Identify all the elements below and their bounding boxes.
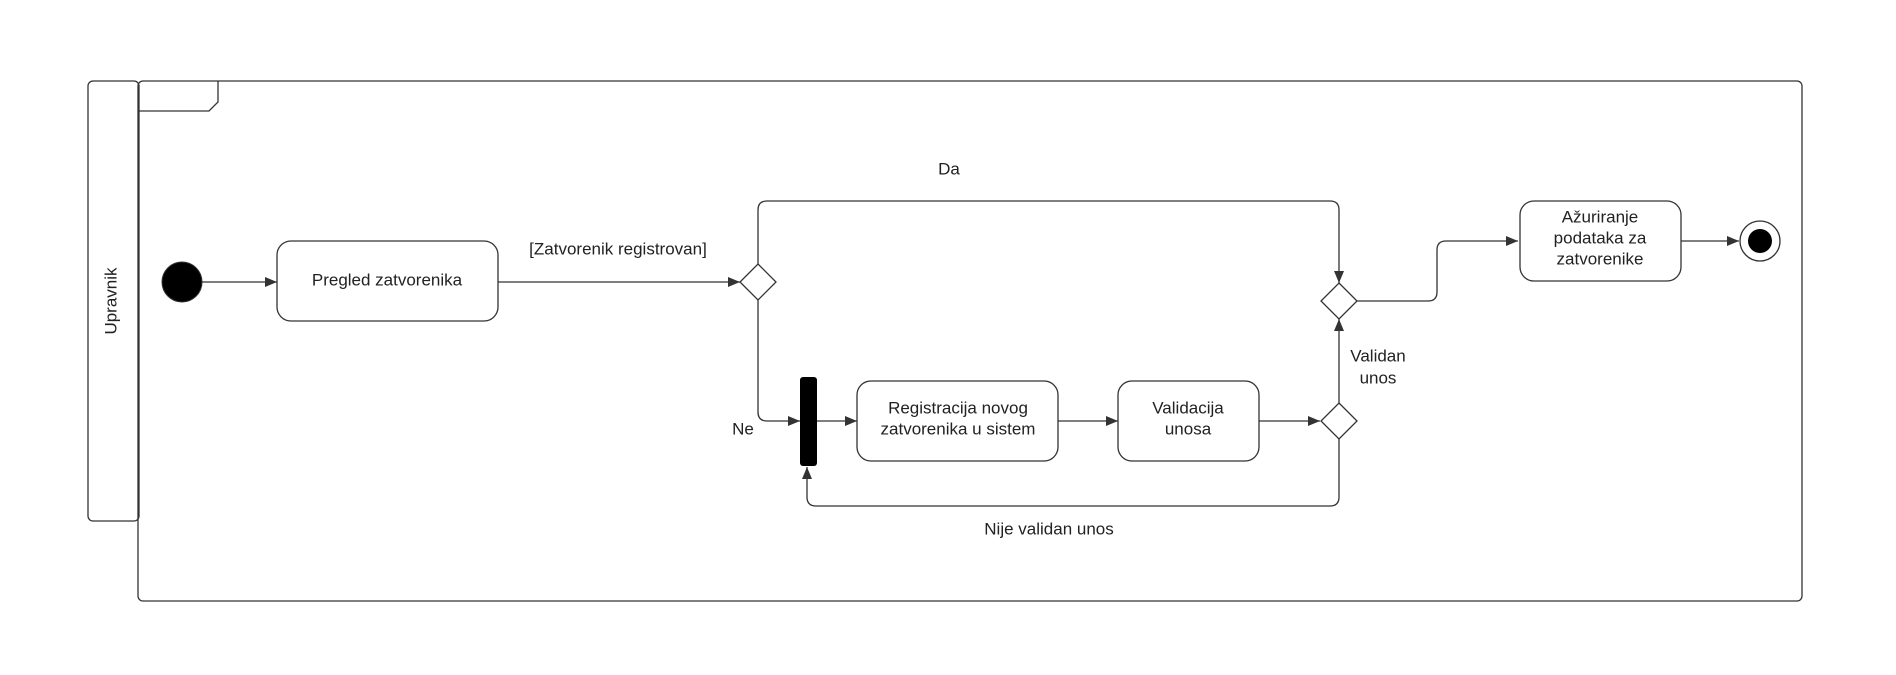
frame-tab	[139, 81, 219, 112]
action-register[interactable]: Registracija novog zatvorenika u sistem	[856, 380, 1059, 462]
end-node[interactable]	[1739, 220, 1781, 262]
start-node[interactable]	[161, 261, 203, 303]
action-review[interactable]: Pregled zatvorenika	[276, 240, 499, 322]
action-update-label-2: podataka za	[1554, 228, 1647, 247]
edge-yes[interactable]	[757, 200, 1344, 283]
action-review-label: Pregled zatvorenika	[312, 270, 463, 289]
action-register-label-2: zatvorenika u sistem	[881, 419, 1036, 438]
edge-merge-to-update[interactable]	[1357, 236, 1518, 302]
action-validate-label-2: unosa	[1165, 419, 1212, 438]
action-update-label-3: zatvorenike	[1557, 249, 1644, 268]
edge-label-valid-2: unos	[1360, 368, 1397, 387]
action-validate-label: Validacija	[1152, 398, 1224, 417]
action-register-label: Registracija novog	[888, 398, 1028, 417]
fork-bar[interactable]	[800, 377, 817, 466]
edge-label-no: Ne	[732, 419, 754, 438]
edge-invalid[interactable]	[802, 439, 1340, 507]
action-update-label: Ažuriranje	[1562, 207, 1639, 226]
swimlane-body[interactable]	[137, 80, 1803, 602]
decision-valid[interactable]	[1320, 402, 1358, 440]
edge-label-invalid: Nije validan unos	[984, 519, 1113, 538]
action-update[interactable]: Ažuriranje podataka za zatvorenike	[1519, 200, 1682, 282]
edge-label-yes: Da	[938, 159, 960, 178]
decision-registered[interactable]	[739, 263, 777, 301]
action-validate[interactable]: Validacija unosa	[1117, 380, 1260, 462]
swimlane-label: Upravnik	[101, 267, 120, 335]
edge-label-valid: Validan	[1350, 346, 1405, 365]
edge-no[interactable]	[757, 300, 800, 426]
edge-label-registered: [Zatvorenik registrovan]	[529, 239, 707, 258]
swimlane-header[interactable]	[87, 80, 140, 522]
merge-node[interactable]	[1320, 282, 1358, 320]
